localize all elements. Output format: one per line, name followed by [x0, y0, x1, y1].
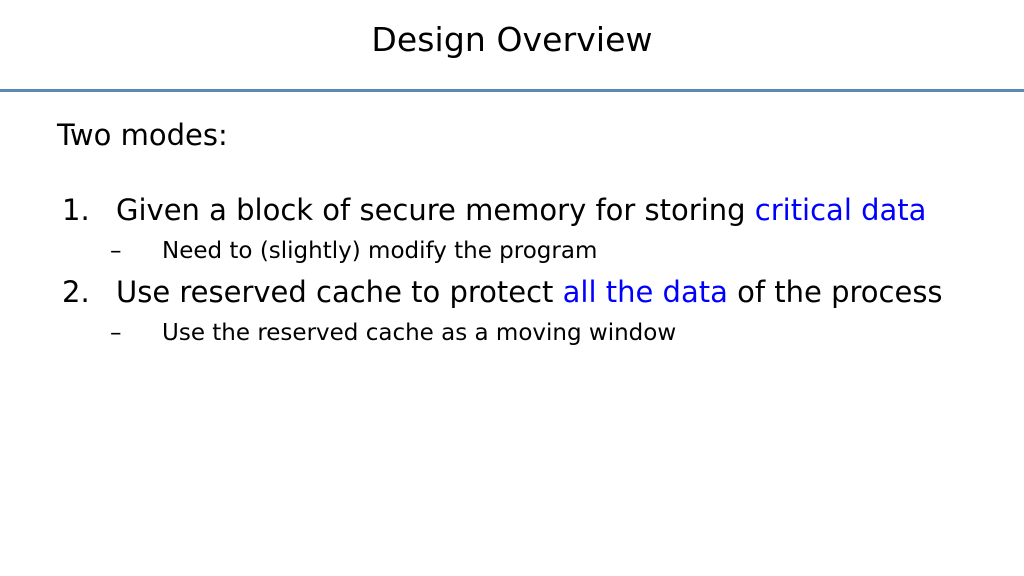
list-item-text-before: Use reserved cache to protect — [116, 275, 563, 309]
list-item-marker: 1. — [62, 193, 90, 227]
body-spacer — [0, 157, 1024, 188]
lead-text: Two modes: — [57, 118, 228, 152]
sub-list-item-text: Need to (slightly) modify the program — [162, 238, 598, 264]
list-item: 2. Use reserved cache to protect all the… — [0, 270, 1024, 314]
sub-list-item-dash: – — [110, 238, 122, 264]
sub-list-item-dash: – — [110, 320, 122, 346]
slide-body: Two modes: 1. Given a block of secure me… — [0, 113, 1024, 352]
sub-list-item: – Need to (slightly) modify the program — [0, 232, 1024, 270]
list-item: 1. Given a block of secure memory for st… — [0, 188, 1024, 232]
list-item-text: Use reserved cache to protect all the da… — [116, 270, 943, 314]
list-item-highlight: critical data — [754, 193, 927, 227]
list-item-text-before: Given a block of secure memory for stori… — [116, 193, 755, 227]
list-item-marker: 2. — [62, 275, 90, 309]
list-item-text-after: of the process — [727, 275, 943, 309]
list-item-highlight: all the data — [562, 275, 728, 309]
page-title: Design Overview — [371, 20, 653, 59]
sub-list-item-text: Use the reserved cache as a moving windo… — [162, 320, 677, 346]
sub-list-item: – Use the reserved cache as a moving win… — [0, 314, 1024, 352]
list-item-text: Given a block of secure memory for stori… — [116, 188, 926, 232]
title-divider — [0, 89, 1024, 92]
